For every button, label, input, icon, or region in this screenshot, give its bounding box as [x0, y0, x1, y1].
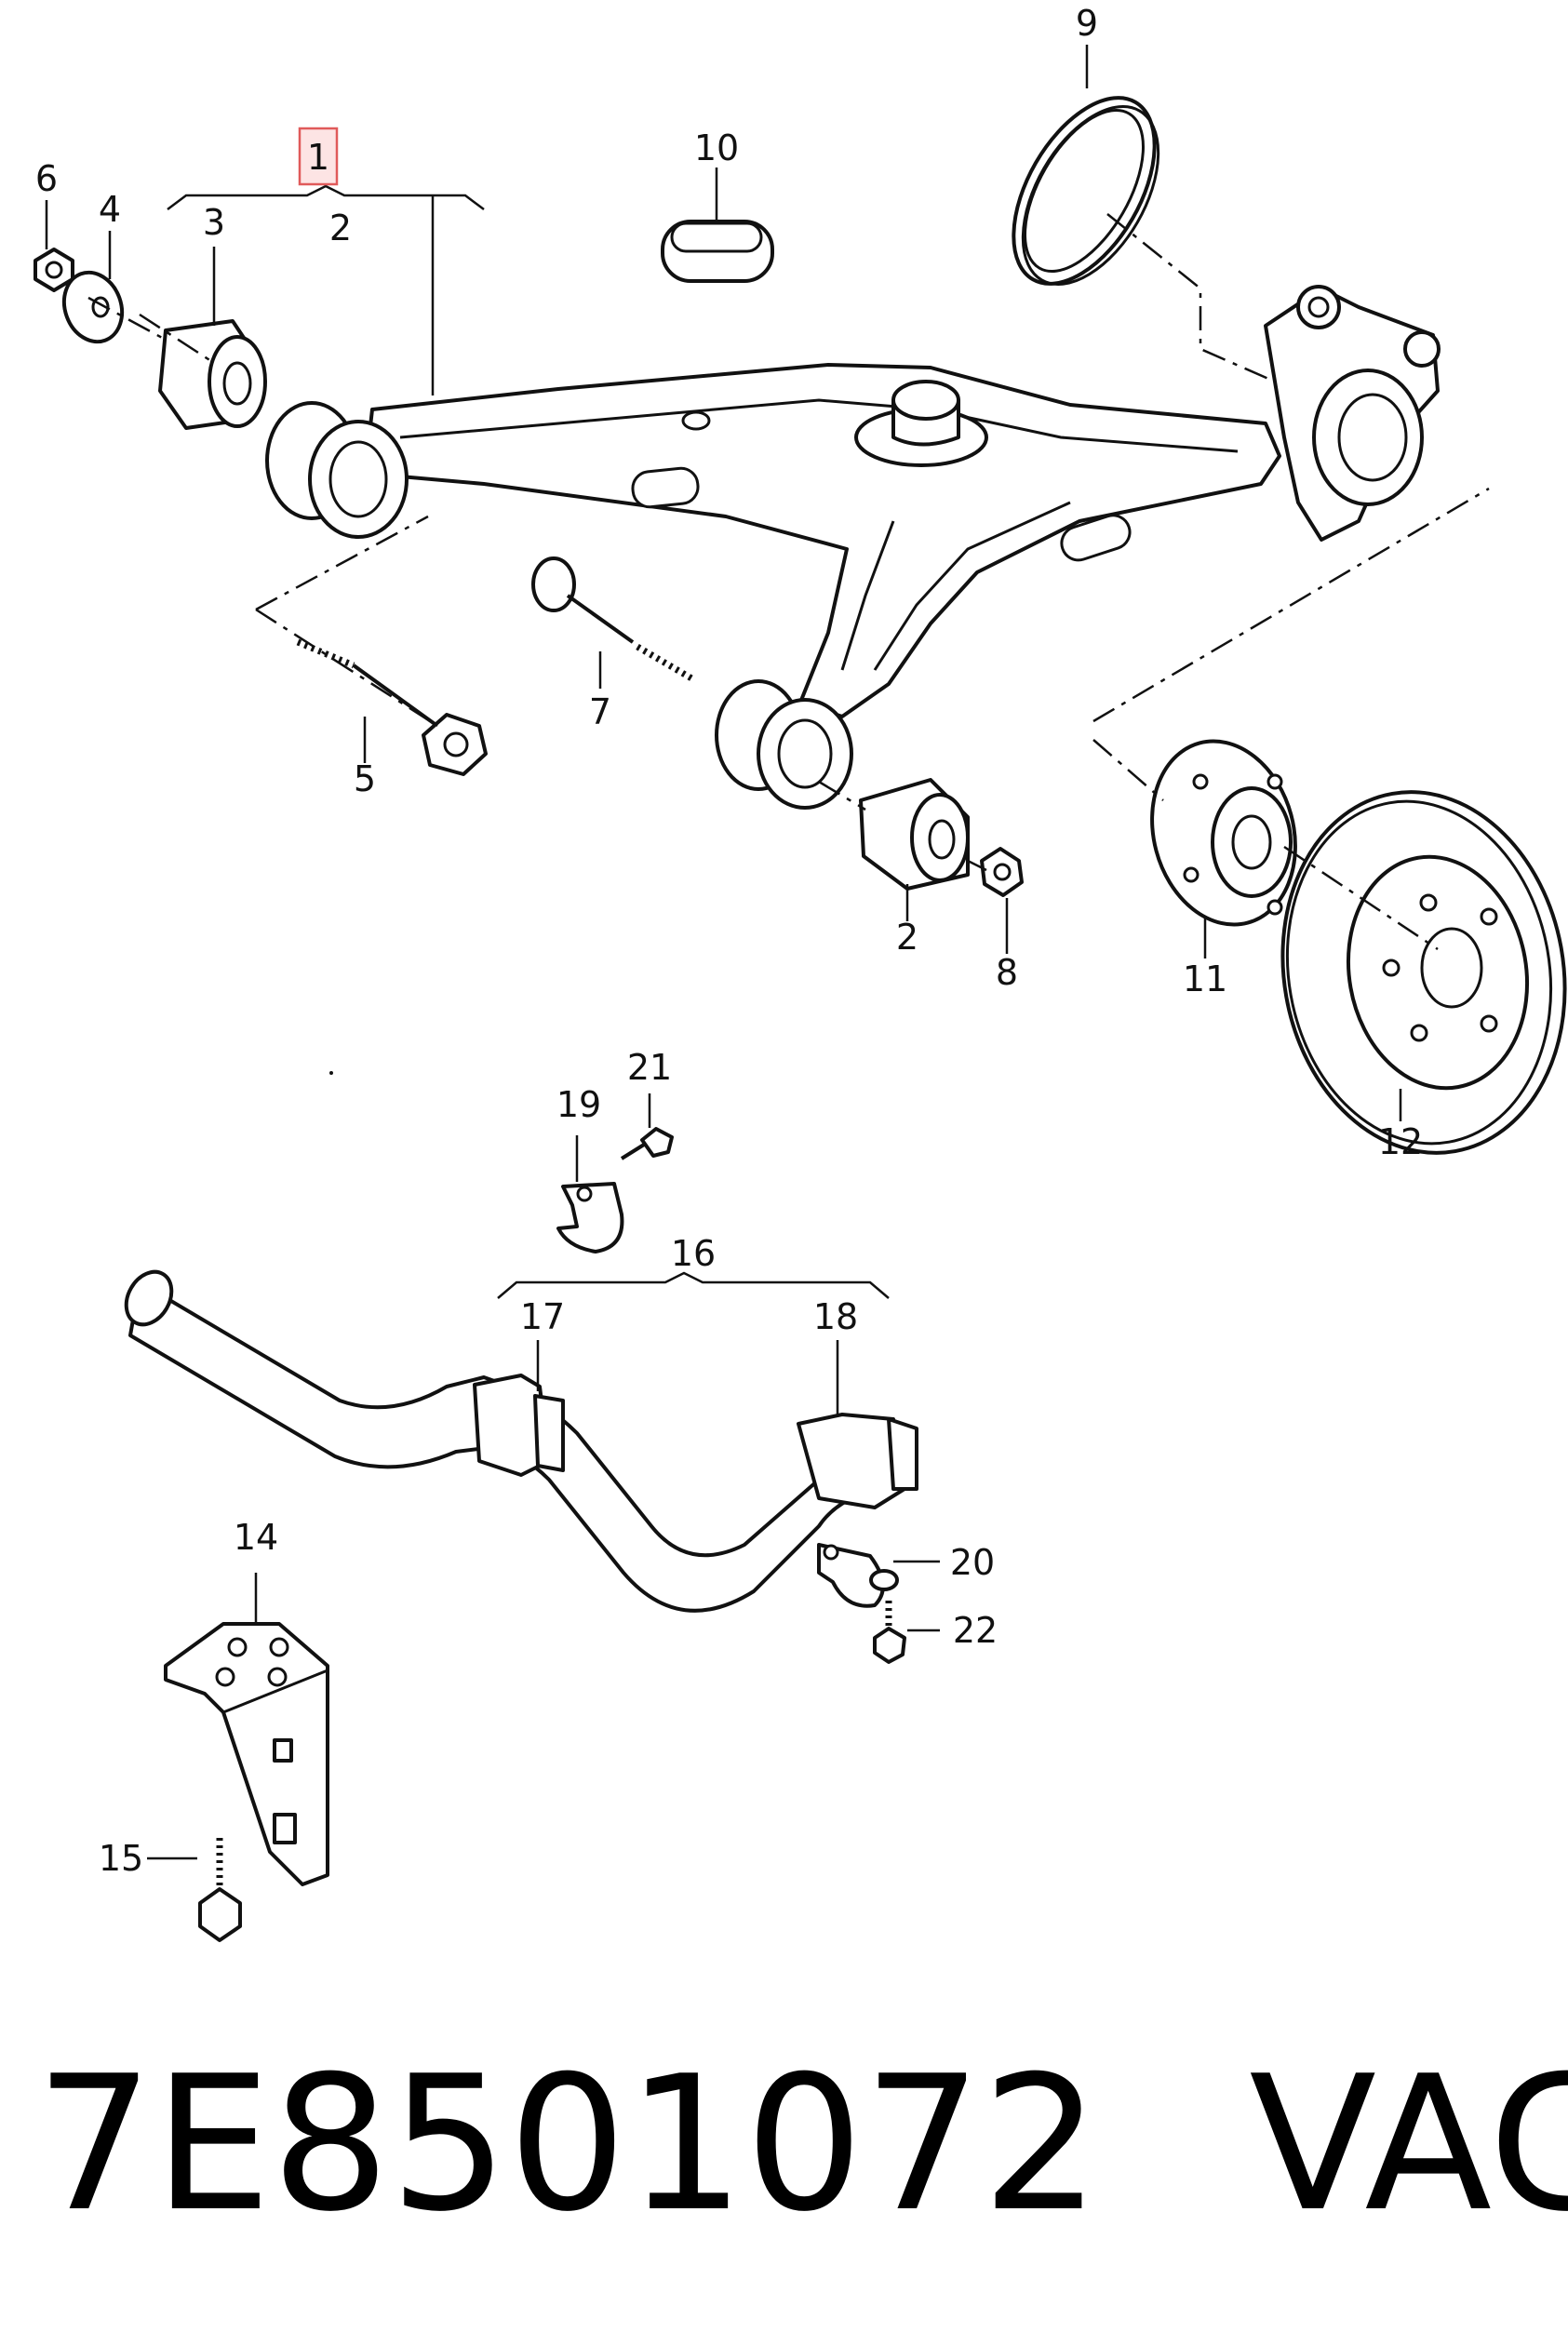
callout-2-front[interactable]: 2 [329, 208, 352, 248]
callout-7[interactable]: 7 [589, 691, 611, 732]
rubber-plug [661, 220, 774, 283]
part-number: 7E8501072 [35, 2036, 1101, 2253]
callout-1[interactable]: 1 [307, 137, 329, 178]
highlight-box [298, 127, 339, 186]
callout-2-rear[interactable]: 2 [896, 917, 918, 958]
trailing-arm [265, 363, 1281, 810]
exploded-parts-diagram: 1 2 2 3 4 5 6 7 8 9 10 11 12 14 15 16 17… [34, 3, 1567, 1942]
callout-15[interactable]: 15 [99, 1838, 143, 1879]
group-brackets [167, 184, 890, 1299]
front-fasteners [34, 248, 267, 430]
seal-ring [1012, 96, 1160, 286]
upper-clamp [556, 1127, 674, 1253]
callout-20[interactable]: 20 [950, 1542, 995, 1583]
callout-6[interactable]: 6 [35, 158, 58, 199]
callout-17[interactable]: 17 [520, 1296, 565, 1337]
mounting-bracket [164, 1622, 329, 1942]
callout-10[interactable]: 10 [694, 127, 739, 168]
part-caption: 7E8501072 VAG [35, 2033, 1568, 2257]
wheel-hub [1150, 739, 1297, 927]
assembly-lines [87, 213, 1490, 951]
stabilizer-bar [124, 1269, 918, 1613]
callout-11[interactable]: 11 [1183, 959, 1227, 999]
callout-5[interactable]: 5 [354, 758, 376, 799]
bolt-7 [531, 556, 695, 683]
rear-fasteners [859, 778, 1024, 897]
brake-disc [1280, 790, 1567, 1155]
callout-8[interactable]: 8 [996, 952, 1018, 993]
brand-name: VAG [1249, 2036, 1568, 2253]
callout-labels: 1 2 2 3 4 5 6 7 8 9 10 11 12 14 15 16 17… [35, 3, 1423, 1879]
stray-dot [329, 1071, 333, 1075]
callout-19[interactable]: 19 [556, 1084, 601, 1125]
bolt-5 [296, 638, 488, 776]
leader-lines [45, 45, 1402, 1860]
callout-12[interactable]: 12 [1378, 1121, 1423, 1162]
callout-16[interactable]: 16 [671, 1233, 716, 1274]
callout-18[interactable]: 18 [813, 1296, 858, 1337]
callout-9[interactable]: 9 [1076, 3, 1098, 44]
callout-4[interactable]: 4 [99, 189, 121, 230]
wheel-carrier [1264, 285, 1441, 542]
callout-21[interactable]: 21 [627, 1047, 672, 1088]
callout-22[interactable]: 22 [953, 1610, 998, 1651]
callout-3[interactable]: 3 [203, 202, 225, 243]
callout-14[interactable]: 14 [234, 1517, 278, 1558]
lower-clamp [817, 1543, 906, 1664]
